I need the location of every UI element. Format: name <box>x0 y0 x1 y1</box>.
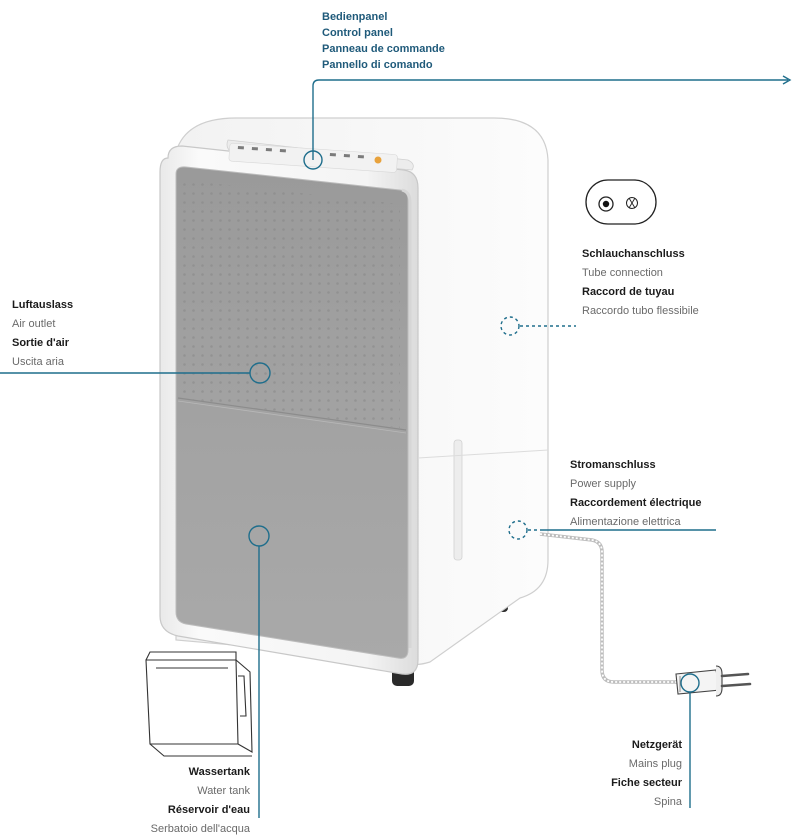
air-outlet-label: Luftauslass Air outlet Sortie d'air Usci… <box>12 296 73 372</box>
control-panel-leader <box>312 79 788 160</box>
power-supply-label: Stromanschluss Power supply Raccordement… <box>570 456 701 532</box>
control-panel-label-de: Bedienpanel <box>322 11 388 23</box>
tube-connection-detail-icon <box>585 179 657 225</box>
water-tank-label-de: Wassertank <box>188 766 250 778</box>
tube-connection-label-fr: Raccord de tuyau <box>582 286 675 298</box>
arrow-right-icon <box>782 75 792 85</box>
air-outlet-marker <box>249 362 271 384</box>
power-cable <box>539 532 690 684</box>
mains-plug-marker <box>680 673 700 693</box>
mains-plug-label: Netzgerät Mains plug Fiche secteur Spina <box>582 736 682 812</box>
power-supply-label-en: Power supply <box>570 478 637 490</box>
mains-plug-label-de: Netzgerät <box>631 739 682 751</box>
tube-connection-label-de: Schlauchanschluss <box>582 248 685 260</box>
air-outlet-label-fr: Sortie d'air <box>12 337 70 349</box>
water-tank-label-it: Serbatoio dell'acqua <box>150 823 250 835</box>
power-supply-marker <box>508 520 528 540</box>
control-panel-marker <box>303 150 323 170</box>
water-tank-label-fr: Réservoir d'eau <box>167 804 250 816</box>
air-outlet-label-it: Uscita aria <box>12 356 64 368</box>
mains-plug-label-it: Spina <box>653 796 682 808</box>
control-panel-label-en: Control panel <box>322 27 393 39</box>
control-panel-label: Bedienpanel Control panel Panneau de com… <box>322 9 445 73</box>
power-supply-label-fr: Raccordement électrique <box>570 497 702 509</box>
air-outlet-label-en: Air outlet <box>12 318 56 330</box>
power-supply-label-de: Stromanschluss <box>570 459 656 471</box>
dehumidifier-body <box>159 117 549 686</box>
mains-plug-icon <box>675 665 752 697</box>
tube-connection-label-en: Tube connection <box>582 267 663 279</box>
water-tank-label: Wassertank Water tank Réservoir d'eau Se… <box>100 763 250 839</box>
power-supply-label-it: Alimentazione elettrica <box>570 516 681 528</box>
mains-plug-label-fr: Fiche secteur <box>611 777 682 789</box>
mains-plug-label-en: Mains plug <box>628 758 682 770</box>
tube-connection-marker <box>500 316 520 336</box>
tube-connection-label-it: Raccordo tubo flessibile <box>582 305 699 317</box>
air-outlet-label-de: Luftauslass <box>12 299 74 311</box>
water-tank-marker <box>248 525 270 547</box>
water-tank-label-en: Water tank <box>197 785 250 797</box>
control-panel-label-fr: Panneau de commande <box>322 43 445 55</box>
control-panel-label-it: Pannello di comando <box>322 59 433 71</box>
callout-lines <box>0 75 792 818</box>
tube-connection-label: Schlauchanschluss Tube connection Raccor… <box>582 245 699 321</box>
water-tank-illustration <box>145 651 253 757</box>
